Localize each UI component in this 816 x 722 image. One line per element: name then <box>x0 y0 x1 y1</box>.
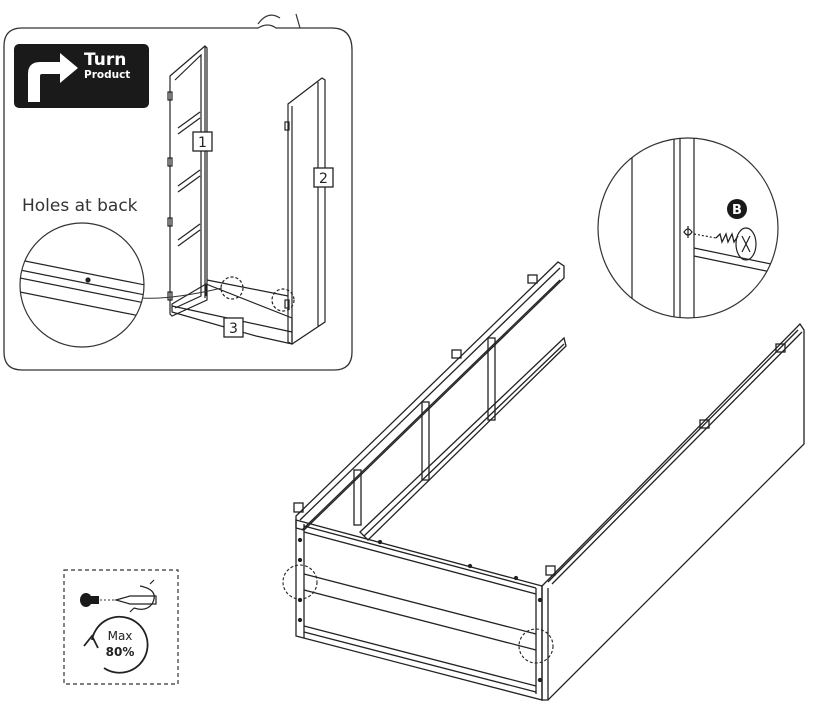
max-label: Max <box>108 629 133 643</box>
rotate-arrow-icon <box>83 615 149 674</box>
screwdriver-icon <box>113 579 157 613</box>
badge-subtitle: Product <box>84 69 130 81</box>
part-label-1: 1 <box>192 131 213 152</box>
max-percent-label: 80% <box>106 645 135 659</box>
part-label-2: 2 <box>313 167 334 188</box>
part-label-3: 3 <box>223 317 244 338</box>
svg-text:B: B <box>732 203 742 218</box>
svg-text:1: 1 <box>198 135 207 151</box>
main-carcass-drawing <box>282 261 805 701</box>
turn-arrow-icon <box>28 53 78 102</box>
upright-carcass-drawing <box>167 45 326 345</box>
tool-hint-box: Max 80% <box>63 569 179 685</box>
turn-product-badge: Turn Product <box>14 44 149 108</box>
part-marker-b: B <box>727 199 747 219</box>
svg-text:2: 2 <box>319 171 328 187</box>
badge-title: Turn <box>84 50 126 70</box>
screw-detail-magnifier: B <box>597 137 779 319</box>
holes-at-back-label: Holes at back <box>22 196 138 216</box>
holes-magnifier <box>19 222 223 348</box>
svg-text:3: 3 <box>229 321 238 337</box>
screw-icon <box>80 593 99 607</box>
